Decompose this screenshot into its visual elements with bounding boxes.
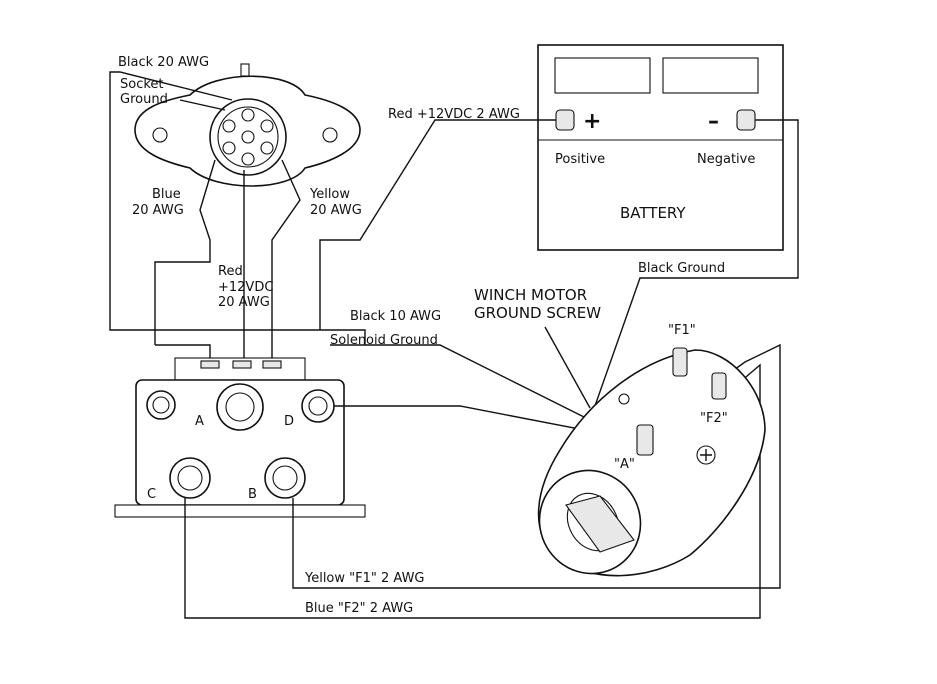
socket-ground-wire bbox=[179, 99, 226, 111]
battery-title: BATTERY bbox=[620, 204, 686, 222]
black-20awg-label: Black 20 AWG bbox=[118, 55, 209, 70]
socket-ground-label-2: Ground bbox=[120, 92, 168, 107]
solenoid-spade-3 bbox=[262, 360, 282, 369]
terminal-b-inner bbox=[272, 465, 298, 491]
motor-screw-cross bbox=[700, 449, 712, 461]
terminal-b-label: B bbox=[248, 487, 257, 502]
blue-f2-label: Blue "F2" 2 AWG bbox=[305, 601, 413, 616]
terminal-f2-stud bbox=[711, 372, 727, 400]
battery-cell-left bbox=[554, 57, 651, 94]
red-battery-wire bbox=[319, 119, 556, 330]
red-12vdc-label-3: 20 AWG bbox=[218, 295, 270, 310]
blue-f2-wire bbox=[184, 363, 761, 619]
terminal-f1-stud bbox=[672, 347, 688, 377]
black-socket-wire-to-solenoid bbox=[155, 329, 366, 345]
solenoid-spade-2 bbox=[232, 360, 252, 369]
negative-symbol: – bbox=[708, 109, 719, 134]
flange-hole-right bbox=[322, 127, 338, 143]
yellow-f1-label: Yellow "F1" 2 AWG bbox=[304, 571, 425, 586]
terminal-c-inner bbox=[177, 465, 203, 491]
positive-symbol: + bbox=[583, 109, 601, 134]
socket-pin bbox=[222, 119, 236, 133]
solenoid-ground-label: Solenoid Ground bbox=[330, 333, 438, 348]
black-ground-label: Black Ground bbox=[638, 261, 725, 276]
motor-f1-label: "F1" bbox=[668, 323, 696, 338]
socket-pin bbox=[260, 141, 274, 155]
battery-negative-post bbox=[736, 109, 756, 131]
black-socket-wire bbox=[109, 71, 233, 331]
yellow-socket-wire bbox=[271, 159, 301, 345]
red-12vdc-label-1: Red bbox=[218, 264, 243, 279]
socket-pins bbox=[222, 108, 274, 166]
terminal-c-label: C bbox=[147, 487, 156, 502]
motor-a-label: "A" bbox=[614, 457, 635, 472]
blue-20awg-label-2: 20 AWG bbox=[132, 203, 184, 218]
battery-positive-post bbox=[555, 109, 575, 131]
negative-label: Negative bbox=[697, 152, 755, 167]
socket-pin-center bbox=[241, 130, 255, 144]
yellow-20awg-label-2: 20 AWG bbox=[310, 203, 362, 218]
positive-label: Positive bbox=[555, 152, 605, 167]
socket-pin bbox=[222, 141, 236, 155]
yellow-20awg-label-1: Yellow bbox=[309, 187, 350, 202]
terminal-a-inner bbox=[225, 392, 255, 422]
socket-top-tab bbox=[240, 63, 250, 77]
flange-hole-left bbox=[152, 127, 168, 143]
solenoid-spade-1 bbox=[200, 360, 220, 369]
red-12vdc-label-2: +12VDC bbox=[218, 280, 273, 295]
yellow-f1-wire bbox=[292, 343, 781, 589]
blue-20awg-label-1: Blue bbox=[152, 187, 181, 202]
solenoid-left-stud-inner bbox=[152, 396, 170, 414]
black-10awg-wire bbox=[330, 344, 591, 421]
socket-assembly bbox=[109, 63, 366, 368]
ground-screw bbox=[618, 393, 630, 405]
battery: + – Positive Negative BATTERY bbox=[537, 44, 784, 251]
terminal-d-inner bbox=[308, 396, 328, 416]
terminal-d-label: D bbox=[284, 414, 294, 429]
motor-bracket bbox=[565, 495, 635, 553]
ground-screw-pointer bbox=[544, 326, 591, 409]
ground-screw-label-2: GROUND SCREW bbox=[474, 304, 601, 322]
solenoid-base bbox=[114, 504, 366, 518]
terminal-a-label: A bbox=[195, 414, 204, 429]
terminal-a-stud bbox=[636, 424, 654, 456]
battery-cell-right bbox=[662, 57, 759, 94]
socket-pin bbox=[241, 108, 255, 122]
socket-pin bbox=[260, 119, 274, 133]
socket-ground-label-1: Socket bbox=[120, 77, 164, 92]
black-10awg-label: Black 10 AWG bbox=[350, 309, 441, 324]
blue-socket-wire bbox=[154, 159, 216, 345]
red-2awg-label: Red +12VDC 2 AWG bbox=[388, 107, 520, 122]
motor-f2-label: "F2" bbox=[700, 411, 728, 426]
black-ground-wire bbox=[589, 119, 799, 421]
winch-motor: "F1" "F2" "A" bbox=[537, 323, 766, 577]
ground-screw-label-1: WINCH MOTOR bbox=[474, 286, 587, 304]
socket-pin bbox=[241, 152, 255, 166]
solenoid: A D C B bbox=[114, 357, 366, 518]
